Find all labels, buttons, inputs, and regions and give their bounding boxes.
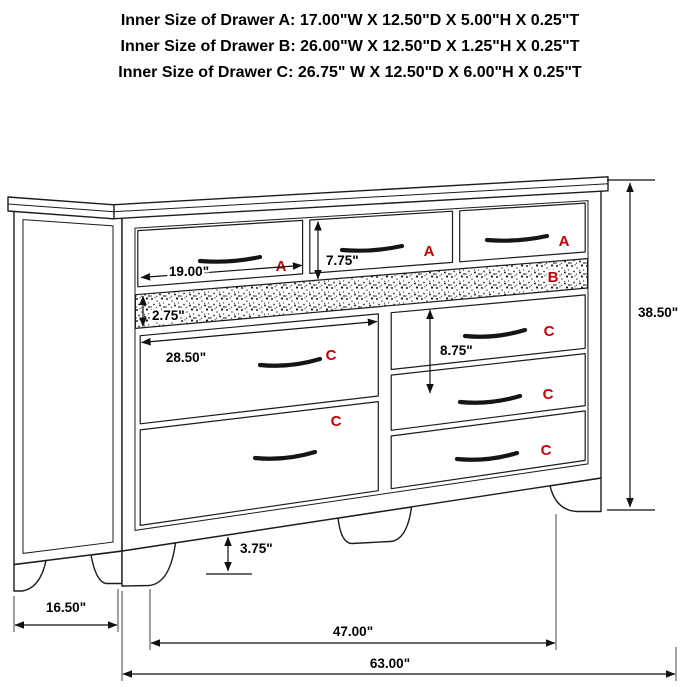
side-panel xyxy=(13,209,123,566)
front-right-foot xyxy=(549,477,602,513)
dim-side-depth: 16.50" xyxy=(13,589,119,632)
dresser-top xyxy=(7,176,609,220)
drawer-b-label: B xyxy=(548,269,559,286)
dimension-arrow xyxy=(140,262,303,281)
dim-drawer-c-height: 8.75" xyxy=(426,309,475,394)
dim-foot-height: 3.75" xyxy=(206,536,275,575)
dim-drawer-a-height: 7.75" xyxy=(314,221,361,280)
inner-size-line-c: Inner Size of Drawer C: 26.75" W X 12.50… xyxy=(118,64,582,81)
drawer-a-2 xyxy=(309,210,454,274)
dim-drawer-a-width-value: 19.00" xyxy=(169,264,209,279)
dim-drawer-a-width: 19.00" xyxy=(140,262,303,282)
front-center-foot xyxy=(337,506,413,545)
drawer-c-right-bottom xyxy=(390,410,586,490)
side-panel-inset xyxy=(22,219,114,554)
drawer-handle-icon xyxy=(339,243,405,253)
drawer-handle-icon xyxy=(462,327,528,339)
dim-drawer-b-height-value: 2.75" xyxy=(152,308,185,323)
dim-overall-height: 38.50" xyxy=(607,179,681,511)
dim-overall-width-value: 63.00" xyxy=(370,656,410,671)
drawer-a2-label: A xyxy=(424,243,435,260)
dim-drawer-c-width-value: 28.50" xyxy=(166,350,206,365)
drawer-b-front xyxy=(134,258,589,329)
dim-drawer-c-height-value: 8.75" xyxy=(440,343,473,358)
dresser-side-panel xyxy=(13,209,123,566)
dresser-feet xyxy=(13,477,602,592)
drawer-handle-icon xyxy=(252,449,318,461)
drawer-handle-icon xyxy=(257,356,323,368)
drawer-handle-icon xyxy=(484,233,550,243)
dim-side-depth-value: 16.50" xyxy=(46,600,86,615)
drawer-a-3 xyxy=(459,202,586,263)
inner-size-line-b: Inner Size of Drawer B: 26.00"W X 12.50"… xyxy=(120,38,580,55)
drawer-c-left-bottom-label: C xyxy=(331,413,342,430)
drawer-c-left-bottom xyxy=(139,401,379,526)
top-side-molding xyxy=(7,203,115,213)
drawer-b xyxy=(134,258,589,329)
drawer-handles xyxy=(197,233,550,462)
inner-size-header: Inner Size of Drawer A: 17.00"W X 12.50"… xyxy=(0,8,700,86)
dim-foot-height-value: 3.75" xyxy=(240,541,273,556)
front-inner-frame xyxy=(134,200,589,531)
inner-size-line-a: Inner Size of Drawer A: 17.00"W X 12.50"… xyxy=(120,12,580,29)
dim-feet-span: 47.00" xyxy=(149,514,557,650)
drawer-c-left-top-label: C xyxy=(326,347,337,364)
drawer-a3-label: A xyxy=(559,233,570,250)
side-back-foot xyxy=(13,559,47,592)
drawer-handle-icon xyxy=(457,393,523,405)
dimension-arrow xyxy=(141,318,378,346)
front-left-foot xyxy=(121,542,177,587)
drawer-c-right-top xyxy=(390,294,586,371)
dim-overall-width: 63.00" xyxy=(121,591,677,681)
dim-drawer-a-height-value: 7.75" xyxy=(326,253,359,268)
dim-drawer-c-width: 28.50" xyxy=(141,318,378,368)
drawer-handle-icon xyxy=(454,450,520,462)
side-front-foot xyxy=(90,550,123,585)
drawer-c-right-middle xyxy=(390,353,586,431)
drawer-handle-icon xyxy=(197,254,263,264)
drawer-c-right-top-label: C xyxy=(544,323,555,340)
drawer-c-right-bottom-label: C xyxy=(541,442,552,459)
dim-overall-height-value: 38.50" xyxy=(638,305,678,320)
drawer-c-right-middle-label: C xyxy=(543,386,554,403)
top-front-molding xyxy=(111,183,609,213)
dim-feet-span-value: 47.00" xyxy=(333,624,373,639)
